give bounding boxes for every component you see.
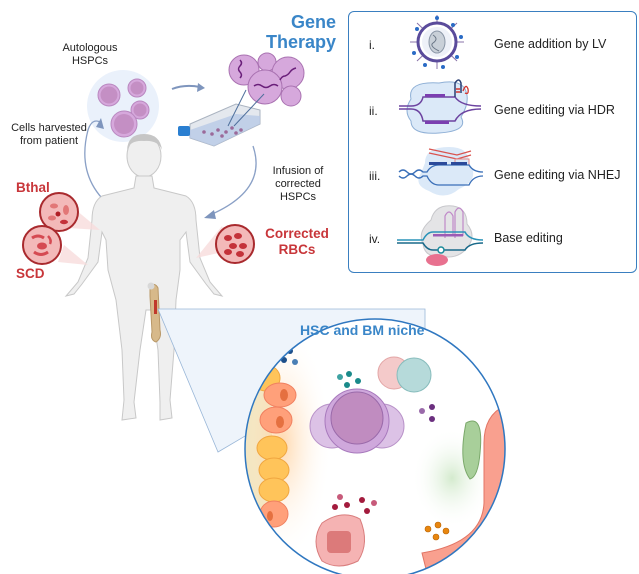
- gene-therapy-strategies-panel: i. Gene addition by LV ii. Gene editing …: [348, 11, 637, 273]
- osteoblast-cells: [251, 364, 297, 528]
- signal-dots-purple: [419, 404, 435, 422]
- hsc-cell: [309, 388, 405, 454]
- signal-dots-teal: [337, 371, 361, 388]
- niche-title: HSC and BM niche: [300, 322, 425, 338]
- strategy-numeral: ii.: [369, 104, 378, 118]
- strategy-numeral: iv.: [369, 232, 381, 246]
- harvest-arrow: [84, 120, 116, 211]
- strategy-label: Base editing: [494, 231, 563, 245]
- corrected-rbcs-label: Corrected RBCs: [265, 226, 329, 257]
- strategy-label: Gene editing via HDR: [494, 103, 615, 117]
- corrected-rbc-circle: [215, 224, 255, 264]
- scd-label: SCD: [16, 266, 45, 281]
- gene-therapy-title: Gene Therapy: [250, 12, 336, 52]
- femur-bone-icon: [147, 282, 161, 343]
- arrow-right-icon: [171, 83, 205, 92]
- signal-dots-red: [332, 494, 377, 514]
- autologous-hspcs-dish: [87, 70, 159, 142]
- hspc-cells: [97, 78, 150, 138]
- harvest-arrowhead: [96, 118, 104, 129]
- autologous-hspcs-label: Autologous HSPCs: [62, 42, 118, 67]
- title-line-2: Therapy: [265, 32, 336, 52]
- infusion-label: Infusion of corrected HSPCs: [272, 165, 324, 203]
- strategy-numeral: i.: [369, 38, 375, 52]
- lentivirus-icon: [410, 15, 464, 69]
- vessel-particles: [424, 521, 450, 541]
- bthal-rbc-circle: [39, 192, 79, 232]
- endothelial-cell: [315, 514, 365, 567]
- scd-rbc-circle: [22, 225, 62, 265]
- base-editor-icon: [397, 205, 484, 266]
- teal-cell: [396, 357, 432, 393]
- bm-niche-circle: [244, 318, 506, 574]
- strategy-label: Gene addition by LV: [494, 37, 607, 51]
- culture-flask-icon: [178, 89, 265, 147]
- hair: [127, 134, 162, 150]
- infusion-arrow: [209, 145, 257, 216]
- strategy-label: Gene editing via NHEJ: [494, 168, 621, 182]
- cells-harvested-label: Cells harvested from patient: [11, 122, 87, 147]
- infusion-arrowhead: [204, 210, 216, 219]
- hdr-editing-icon: [399, 79, 482, 134]
- stromal-cell: [462, 420, 482, 480]
- bthal-label: Bthal: [16, 180, 50, 195]
- strategy-numeral: iii.: [369, 169, 381, 183]
- nhej-editing-icon: [398, 147, 484, 196]
- title-line-1: Gene: [290, 12, 336, 32]
- corrected-hspc-cluster: [228, 52, 305, 107]
